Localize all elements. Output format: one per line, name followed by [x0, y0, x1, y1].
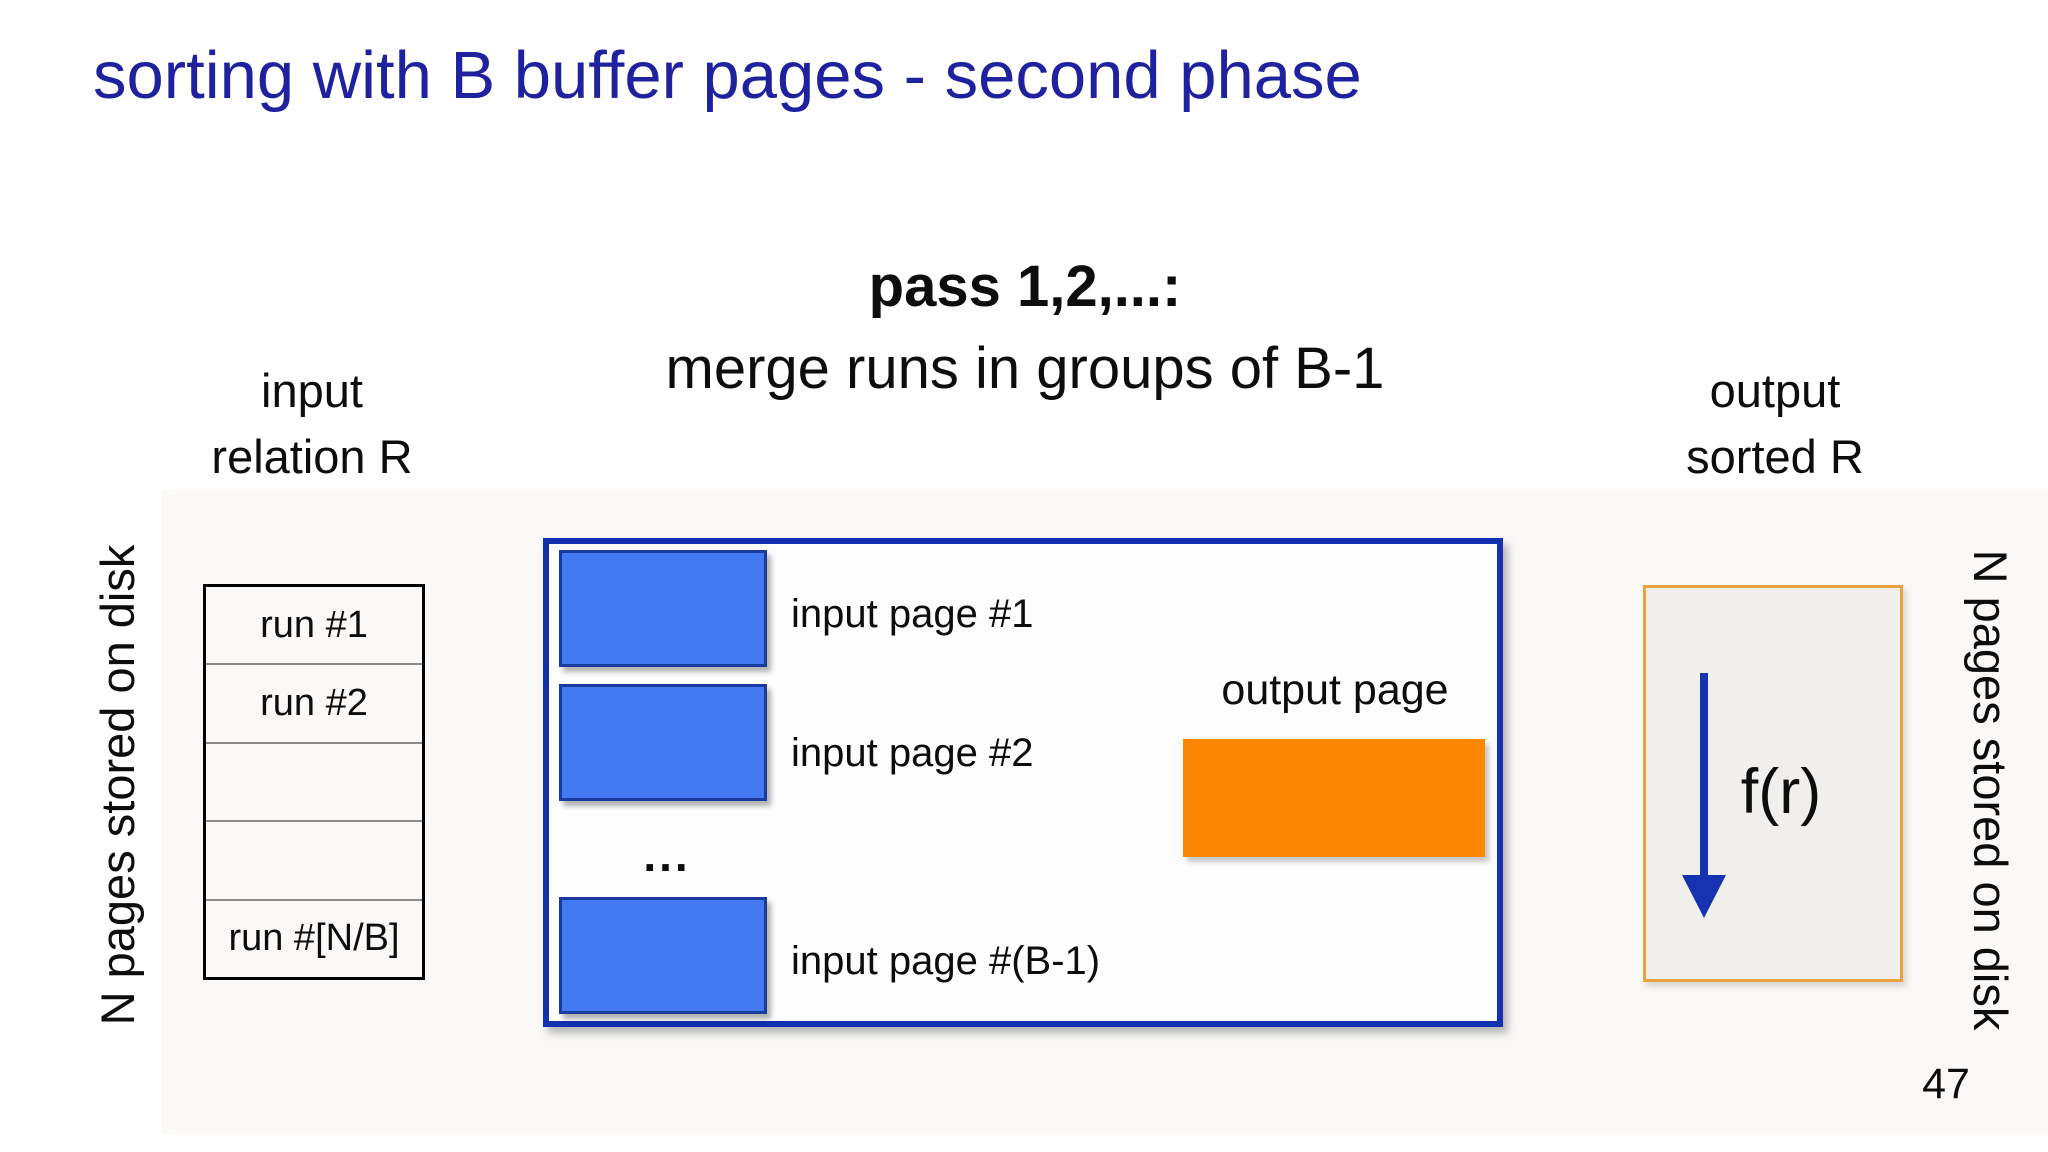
page-number: 47: [1922, 1060, 1970, 1108]
input-page-1-rect: [559, 550, 767, 667]
disk-row-empty1: [206, 741, 422, 820]
left-rotated-label: N pages stored on disk: [91, 544, 144, 1026]
input-page-2-label: input page #2: [791, 731, 1034, 775]
output-disk-box: f(r): [1643, 585, 1903, 982]
sort-function-label: f(r): [1740, 757, 1822, 827]
pass-heading-line1: pass 1,2,...:: [868, 254, 1182, 319]
input-disk-table: run #1 run #2 run #[N/B]: [203, 584, 425, 980]
disk-row-run2: run #2: [206, 663, 422, 741]
output-sorted-heading-line1: output: [1709, 364, 1841, 417]
buffer-pool-box: input page #1 input page #2 input page #…: [543, 538, 1503, 1027]
input-relation-heading-line2: relation R: [211, 430, 413, 483]
disk-row-empty2: [206, 820, 422, 898]
pass-heading: pass 1,2,...: merge runs in groups of B-…: [525, 246, 1525, 410]
slide-title: sorting with B buffer pages - second pha…: [93, 38, 1362, 113]
input-page-1-label: input page #1: [791, 592, 1034, 636]
output-page-label: output page: [1221, 666, 1449, 714]
pass-heading-line2: merge runs in groups of B-1: [665, 336, 1385, 401]
input-relation-heading-line1: input: [261, 364, 363, 417]
input-page-2-rect: [559, 684, 767, 801]
input-relation-heading: input relation R: [162, 358, 462, 490]
output-sorted-heading: output sorted R: [1625, 358, 1925, 490]
right-rotated-label: N pages stored on disk: [1964, 549, 2017, 1031]
disk-row-run1: run #1: [260, 603, 368, 646]
output-page-rect: [1183, 739, 1485, 857]
ellipsis-label: ...: [643, 829, 691, 881]
down-arrow-icon: [1682, 673, 1726, 918]
input-page-b1-rect: [559, 897, 767, 1014]
input-page-b1-label: input page #(B-1): [791, 939, 1101, 983]
disk-row-run-nb: run #[N/B]: [206, 898, 422, 977]
output-sorted-heading-line2: sorted R: [1686, 430, 1864, 483]
